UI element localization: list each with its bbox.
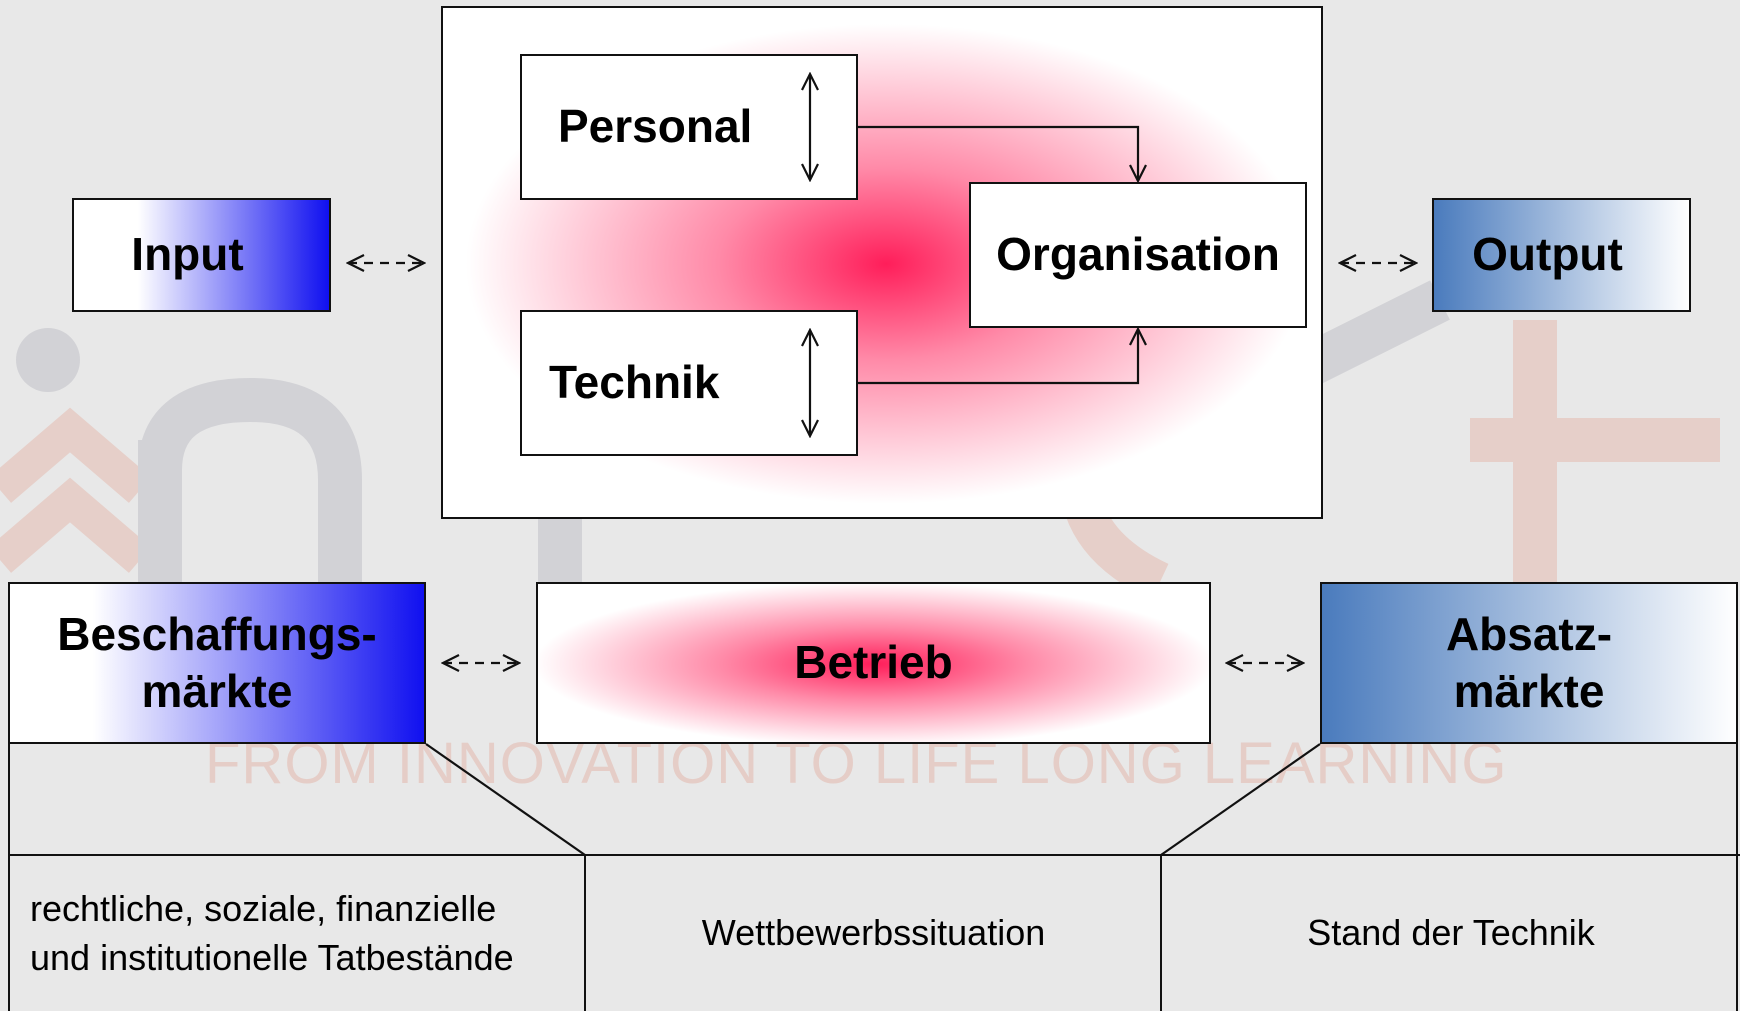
input-box: Input <box>72 198 331 312</box>
right-funnel-line <box>1160 743 1321 856</box>
left-funnel-line <box>425 743 586 856</box>
procurement-markets-box: Beschaffungs- märkte <box>8 582 426 744</box>
company-box: Betrieb <box>536 582 1211 744</box>
sales-markets-label: Absatz- märkte <box>1445 607 1613 718</box>
sales-markets-box: Absatz- märkte <box>1320 582 1738 744</box>
organisation-box: Organisation <box>969 182 1307 328</box>
environment-competition-text: Wettbewerbssituation <box>701 912 1046 954</box>
environment-competition-cell: Wettbewerbssituation <box>584 854 1161 1011</box>
environment-frame-left <box>8 742 10 855</box>
personal-label: Personal <box>558 100 753 153</box>
environment-legal-text: rechtliche, soziale, finanzielle und ins… <box>30 887 514 978</box>
environment-frame-right <box>1736 742 1738 1011</box>
environment-technology-cell: Stand der Technik <box>1160 854 1740 1011</box>
output-label: Output <box>1472 228 1623 281</box>
company-label: Betrieb <box>794 636 953 689</box>
personal-to-organisation-connector <box>858 125 1138 181</box>
output-box: Output <box>1432 198 1691 312</box>
environment-technology-text: Stand der Technik <box>1307 912 1595 954</box>
organisation-label: Organisation <box>996 228 1280 281</box>
technik-label: Technik <box>549 356 720 409</box>
input-label: Input <box>131 228 244 281</box>
procurement-markets-label: Beschaffungs- märkte <box>57 607 377 718</box>
technik-to-organisation-connector <box>858 329 1138 385</box>
environment-legal-cell: rechtliche, soziale, finanzielle und ins… <box>8 854 585 1011</box>
